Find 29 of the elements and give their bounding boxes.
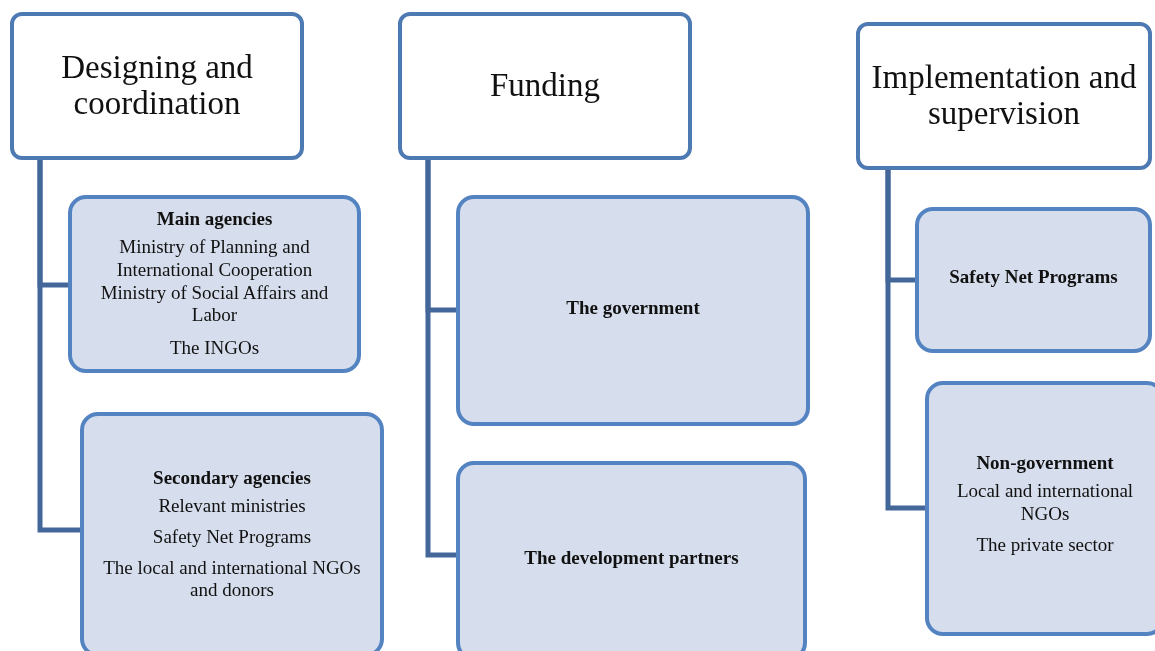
category-heading: Implementation and supervision (870, 60, 1138, 132)
category-box (398, 12, 692, 160)
connector-line (37, 160, 80, 533)
category-box (856, 22, 1152, 170)
group-item: Safety Net Programs (152, 525, 312, 549)
group-item: The private sector (976, 533, 1114, 557)
group-box (68, 195, 361, 373)
group-box (456, 195, 810, 426)
group-heading: Main agencies (156, 208, 273, 230)
group-item: Ministry of Planning and International Cooperation (115, 236, 314, 282)
category-heading: Funding (490, 68, 600, 104)
group-heading: The development partners (524, 547, 739, 569)
group-heading: Safety Net Programs (949, 266, 1118, 288)
connector-line (885, 170, 925, 511)
group-heading: Non-government (976, 452, 1114, 475)
group-item: Relevant ministries (158, 494, 306, 518)
category-heading: Designing and coordination (60, 50, 254, 122)
group-heading: Secondary agencies (153, 466, 311, 489)
group-box (925, 381, 1155, 636)
group-item: Ministry of Social Affairs and Labor (99, 281, 330, 328)
category-box (10, 12, 304, 160)
group-box (80, 412, 384, 651)
group-item: Local and international NGOs (955, 480, 1135, 526)
group-item: The INGOs (169, 337, 260, 360)
connector-line (425, 160, 456, 558)
group-item: The local and international NGOs and donors (102, 556, 362, 603)
group-box (456, 461, 807, 651)
group-heading: The government (566, 296, 700, 319)
group-box (915, 207, 1152, 353)
